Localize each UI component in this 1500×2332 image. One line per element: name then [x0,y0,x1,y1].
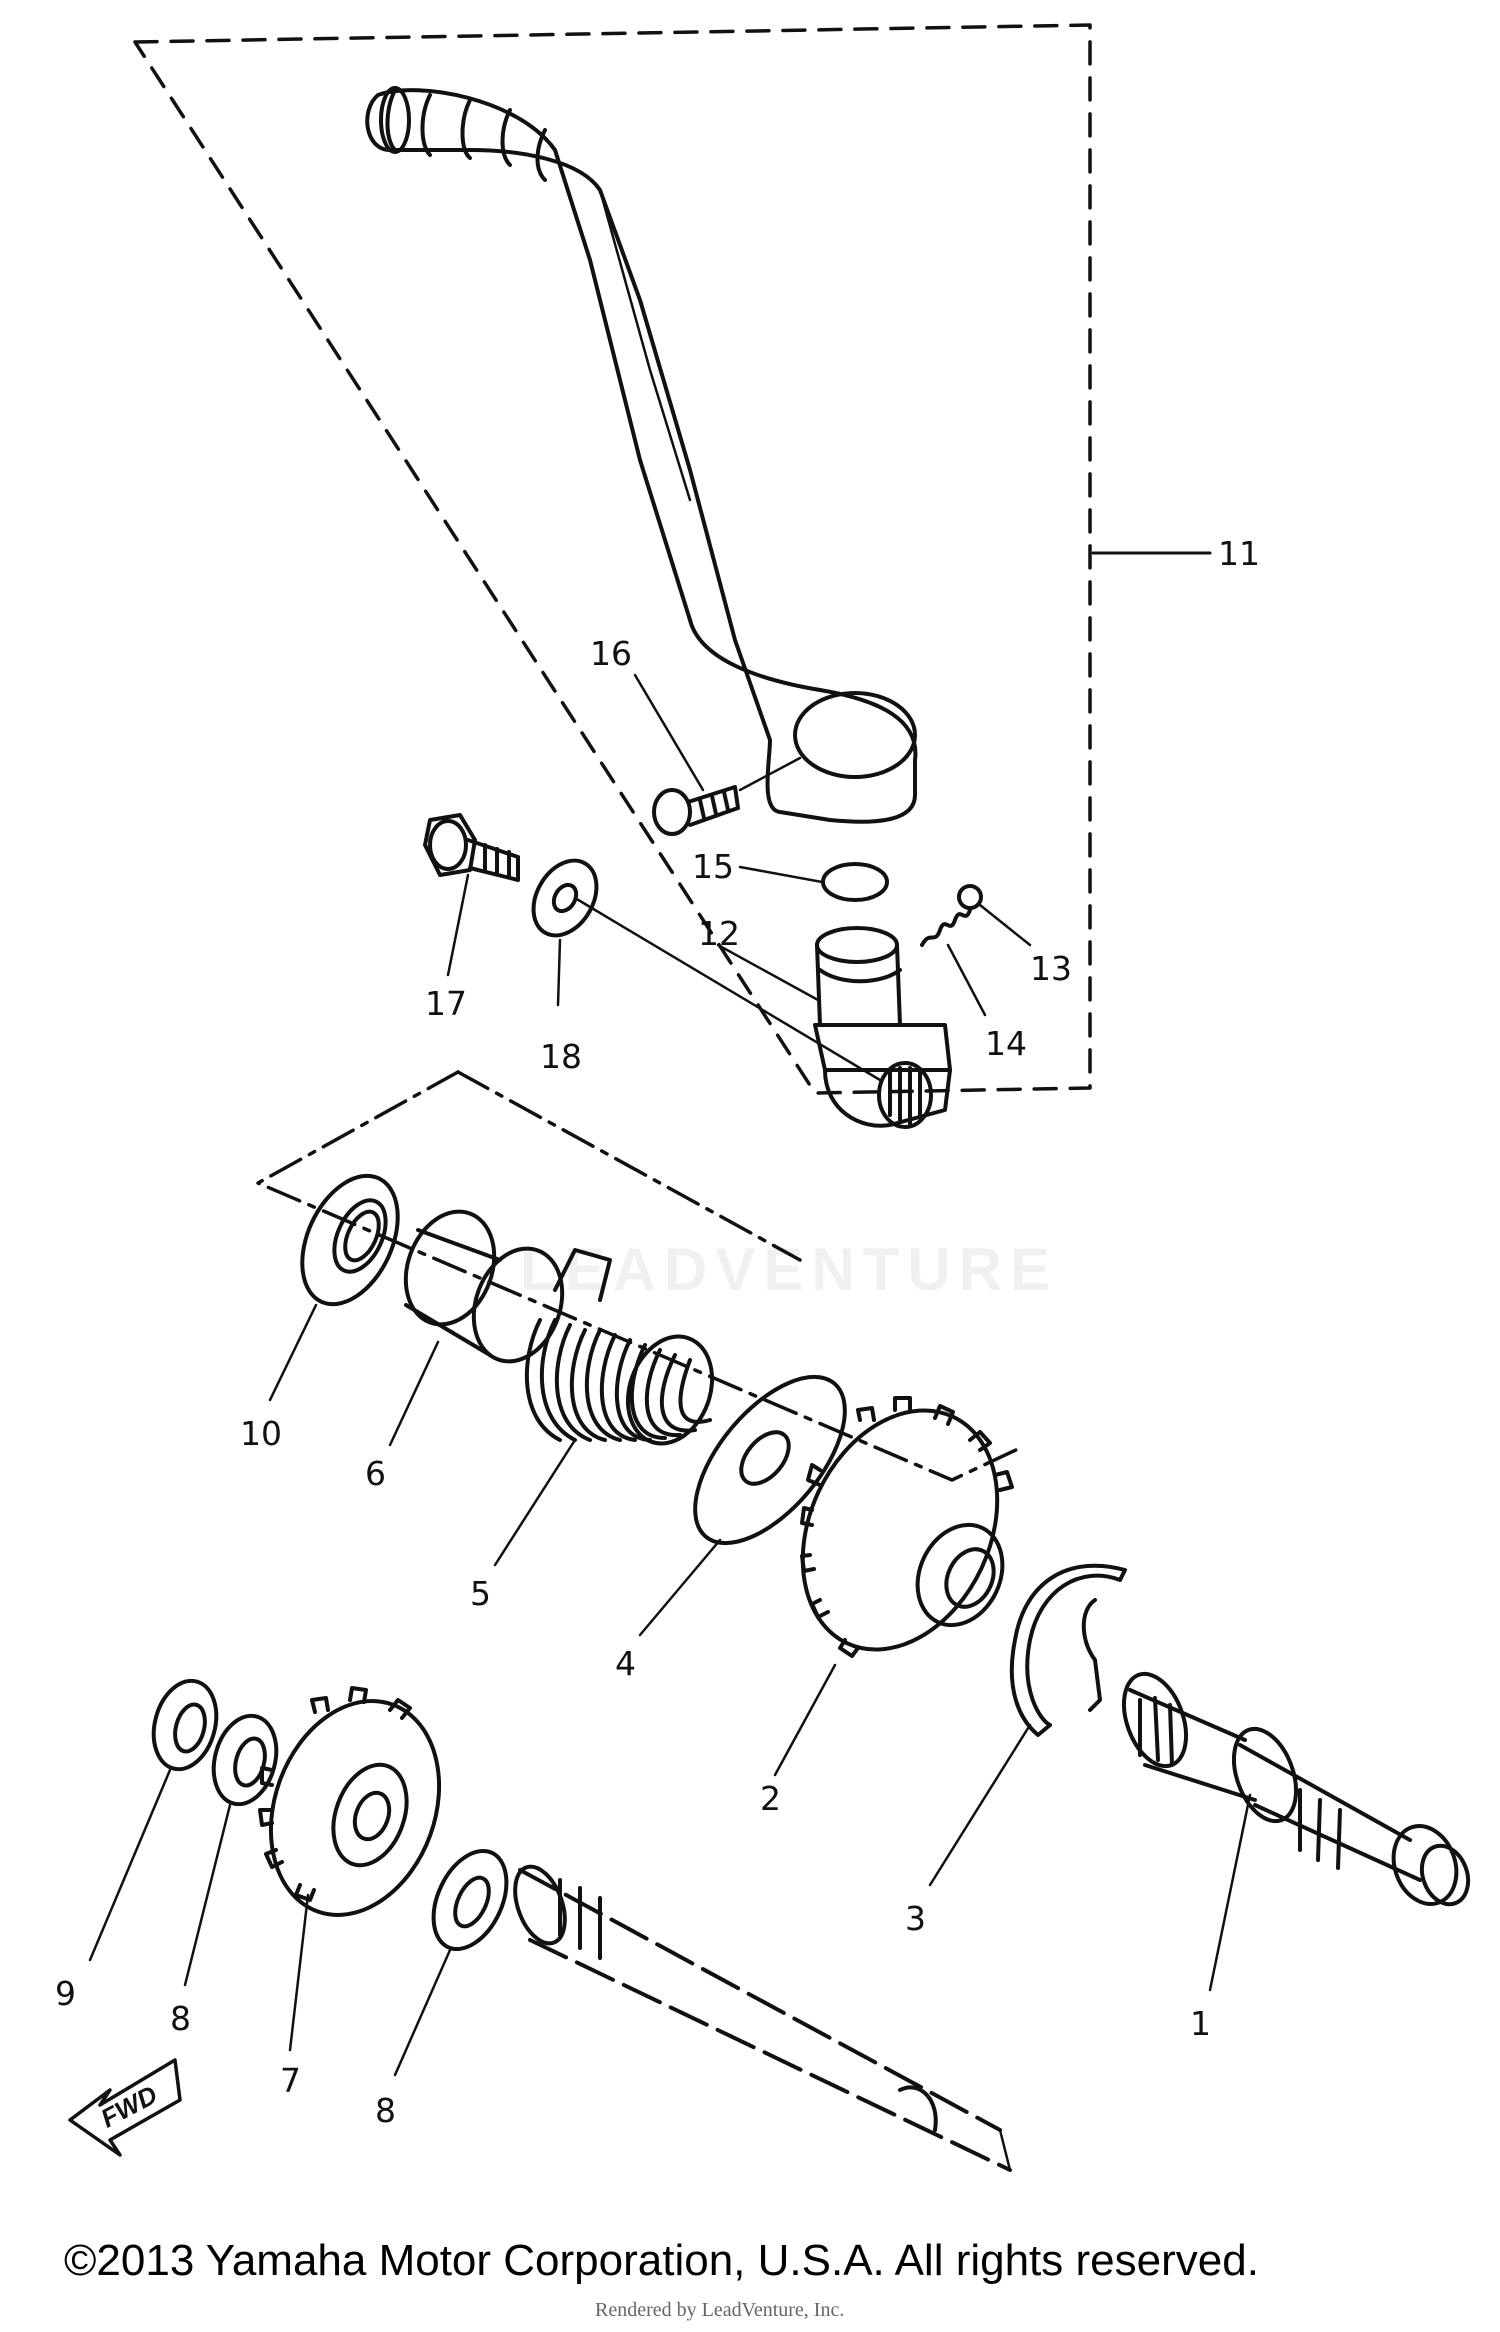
callout-12: 12 [698,914,740,953]
callout-13: 13 [1030,949,1072,988]
callout-3: 3 [905,1899,926,1938]
callout-1: 1 [1190,2004,1211,2043]
alignment-guide [256,1070,1022,1482]
crankcase-shaft [513,1864,1012,2172]
callout-2: 2 [760,1779,781,1818]
part-4-washer [638,1374,847,1637]
part-7-gear [258,1686,442,2052]
callout-7: 7 [280,2061,301,2100]
part-12-boss [716,926,952,1129]
callout-8b: 8 [375,2091,396,2130]
part-14-spring [920,908,987,1017]
callout-17: 17 [425,984,467,1023]
part-10-oil-seal [268,1173,400,1402]
kick-lever [365,86,918,824]
assembly-11-boundary [133,23,1092,1095]
watermark-brand: LEADVENTURE [520,1236,1059,1303]
part-8-washer-b [393,1848,509,2077]
part-15-o-ring [821,862,889,902]
part-13-ball [957,884,983,910]
part-18-washer [531,858,882,1082]
callout-6: 6 [365,1454,386,1493]
part-3-circlip [928,1563,1127,1887]
callout-8a: 8 [170,1999,191,2038]
part-1-kick-axle [1121,1671,1471,1992]
callout-18: 18 [540,1037,582,1076]
copyright-notice: ©2013 Yamaha Motor Corporation, U.S.A. A… [64,2236,1259,2285]
part-9-washer [88,1678,219,1962]
part-6-collar [388,1209,565,1447]
callout-16: 16 [590,634,632,673]
callout-15: 15 [692,847,734,886]
render-credit: Rendered by LeadVenture, Inc. [595,2299,845,2321]
callout-5: 5 [470,1574,491,1613]
part-8-washer-a [183,1713,279,1987]
fwd-arrow [68,2058,182,2157]
part-16-bolt [633,673,802,836]
callout-4: 4 [615,1644,636,1683]
part-17-bolt [423,813,520,977]
callout-11: 11 [1218,534,1260,573]
part-2-kick-gear [773,1396,1014,1777]
callout-14: 14 [985,1024,1027,1063]
part-5-torsion-spring [493,1248,715,1567]
callout-10: 10 [240,1414,282,1453]
callout-9: 9 [55,1974,76,2013]
